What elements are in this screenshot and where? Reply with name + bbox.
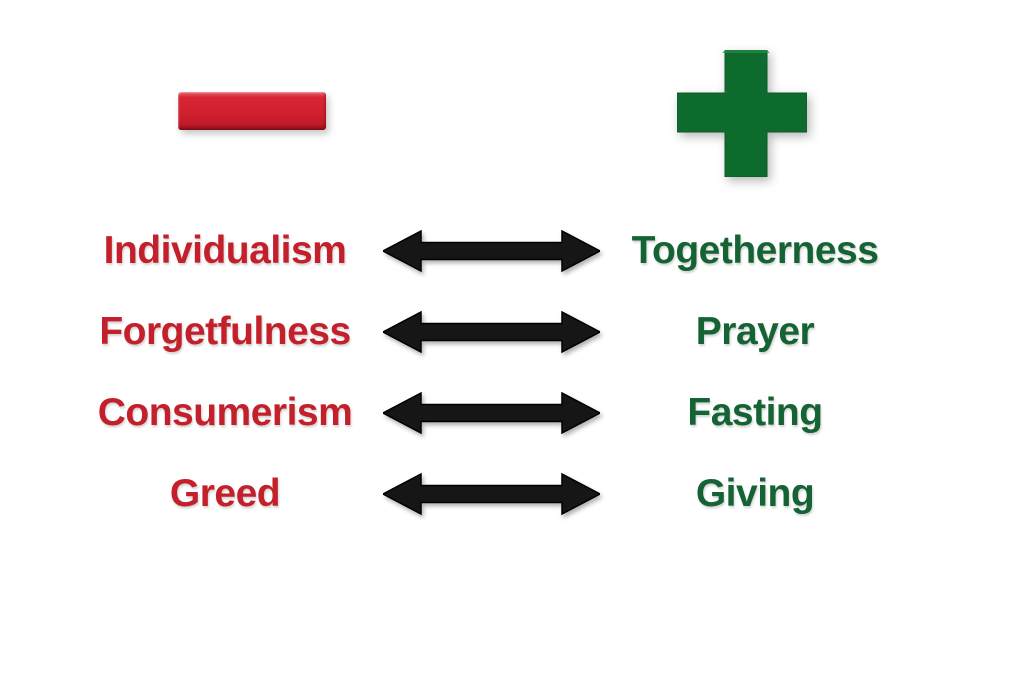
comparison-row: Consumerism Fasting bbox=[0, 386, 1024, 440]
double-arrow-icon bbox=[383, 310, 600, 354]
positive-term: Prayer bbox=[695, 310, 815, 353]
positive-term: Togetherness bbox=[631, 229, 879, 272]
double-arrow-icon bbox=[383, 472, 600, 516]
positive-term: Fasting bbox=[687, 391, 823, 434]
minus-icon bbox=[178, 92, 326, 130]
comparison-row: Individualism Togetherness bbox=[0, 224, 1024, 278]
comparison-row: Greed Giving bbox=[0, 467, 1024, 521]
negative-term: Forgetfulness bbox=[99, 310, 351, 353]
double-arrow-icon bbox=[383, 391, 600, 435]
double-arrow-icon bbox=[383, 229, 600, 273]
negative-term: Individualism bbox=[103, 229, 347, 272]
plus-icon bbox=[677, 50, 807, 177]
negative-term: Greed bbox=[169, 472, 281, 515]
comparison-row: Forgetfulness Prayer bbox=[0, 305, 1024, 359]
positive-term: Giving bbox=[695, 472, 815, 515]
negative-term: Consumerism bbox=[97, 391, 353, 434]
